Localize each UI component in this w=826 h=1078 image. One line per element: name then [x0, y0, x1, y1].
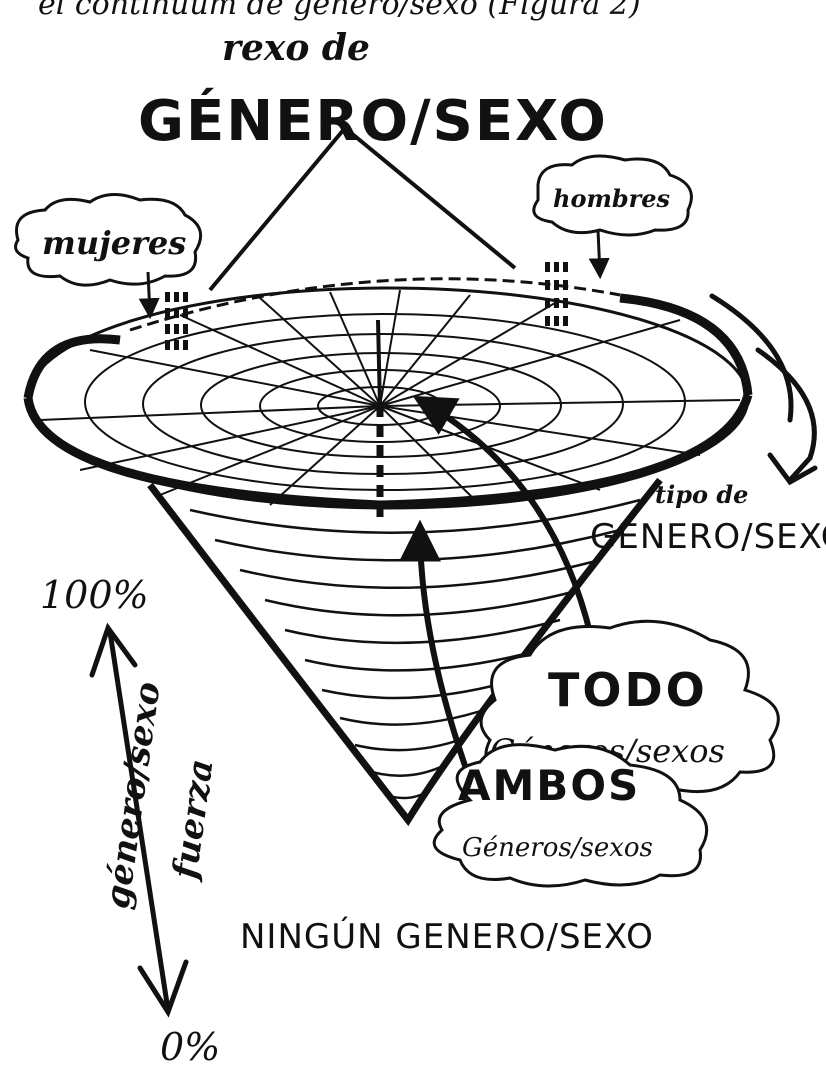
- title-line-1: rexo de: [222, 27, 370, 69]
- title-connector-lines: [208, 126, 517, 292]
- top-caption-partial: el continuum de género/sexo (Figura 2): [38, 0, 641, 22]
- all-arrow: [412, 395, 598, 656]
- women-figures: [165, 292, 188, 350]
- women-bubble: mujeres: [14, 193, 203, 320]
- scale-axis: [107, 631, 171, 1011]
- scale-top: 100%: [40, 573, 149, 617]
- title-line-2: GÉNERO/SEXO: [138, 88, 608, 154]
- rotation-arrow: [709, 293, 818, 486]
- scale-axis-label-2: fuerza: [165, 757, 222, 884]
- women-arrow: [138, 271, 160, 320]
- both-sub: Géneros/sexos: [462, 833, 653, 863]
- spinning-disc: [23, 277, 753, 520]
- men-arrow: [588, 229, 610, 280]
- type-label-line-2: GÉNERO/SEXO: [590, 516, 826, 557]
- scale-arrow-up: [89, 622, 138, 678]
- scale-bottom: 0%: [160, 1025, 220, 1069]
- both-bubble: AMBOS Géneros/sexos: [432, 743, 709, 888]
- men-label: hombres: [553, 184, 671, 213]
- both-head: AMBOS: [458, 761, 640, 810]
- all-head: TODO: [548, 663, 708, 717]
- scale-arrow-down: [137, 959, 189, 1018]
- women-label: mujeres: [42, 224, 186, 262]
- disc-rim-dashes: [129, 277, 621, 332]
- scale-axis-label-1: género/sexo: [97, 679, 168, 911]
- men-figures: [545, 262, 568, 326]
- bottom-label: NINGÚN GENERO/SEXO: [240, 916, 654, 957]
- men-bubble: hombres: [532, 154, 693, 280]
- type-label-line-1: tipo de: [655, 480, 748, 509]
- both-arrow: [399, 519, 473, 782]
- center-spindle: [376, 319, 382, 409]
